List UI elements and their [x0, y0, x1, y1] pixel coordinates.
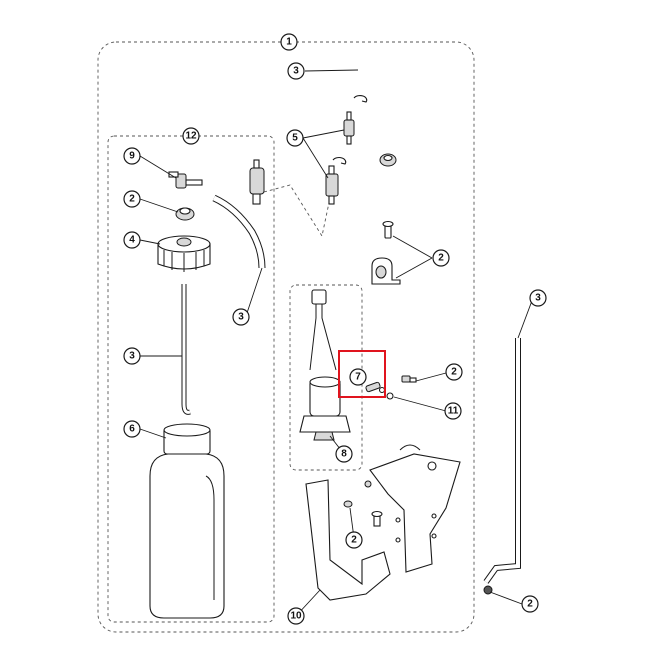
- callout-10[interactable]: 10: [287, 607, 305, 625]
- leader-5-a: [302, 129, 345, 139]
- tube-top: [358, 62, 399, 132]
- tank-cap: [157, 235, 211, 272]
- callout-5[interactable]: 5: [286, 129, 304, 147]
- svg-text:3: 3: [293, 66, 299, 77]
- svg-text:3: 3: [238, 312, 244, 323]
- callout-8[interactable]: 8: [335, 445, 353, 463]
- bottom-screw: [483, 585, 493, 595]
- svg-text:3: 3: [535, 293, 541, 304]
- elbow-fitting: [168, 171, 203, 189]
- callout-2-bottom[interactable]: 2: [521, 595, 539, 613]
- grommet-right-hole: [383, 154, 393, 162]
- callout-2-clip[interactable]: 2: [445, 363, 463, 381]
- e-clip-lower: [332, 157, 347, 165]
- callout-3-left[interactable]: 3: [232, 308, 250, 326]
- callout-3-right[interactable]: 3: [529, 289, 547, 307]
- callout-2-clamp[interactable]: 2: [432, 249, 450, 267]
- callout-3-top[interactable]: 3: [287, 62, 305, 80]
- valve-connector-dashes: [263, 184, 331, 238]
- grommet-small: [175, 207, 195, 221]
- callout-4[interactable]: 4: [123, 231, 141, 249]
- svg-text:2: 2: [451, 367, 457, 378]
- callout-7[interactable]: 7: [349, 368, 367, 386]
- pump-assembly-boundary: [289, 284, 363, 471]
- reservoir-bottle: [149, 423, 225, 619]
- leader-3-top: [304, 69, 359, 72]
- leader-2-clip: [415, 372, 447, 382]
- leader-3-right: [517, 297, 534, 339]
- pump-fitting: [365, 381, 386, 394]
- leader-6: [139, 428, 167, 439]
- svg-text:11: 11: [448, 406, 459, 417]
- svg-text:2: 2: [351, 535, 357, 546]
- leader-9: [139, 155, 177, 179]
- svg-text:6: 6: [129, 424, 135, 435]
- small-clip: [401, 375, 417, 383]
- pump-assembly: [299, 289, 351, 441]
- svg-text:5: 5: [292, 133, 298, 144]
- leader-2-clamp-b: [395, 257, 433, 279]
- tube-right-long: [483, 338, 521, 584]
- callout-11[interactable]: 11: [444, 402, 462, 420]
- svg-text:9: 9: [129, 151, 135, 162]
- svg-text:7: 7: [355, 372, 361, 383]
- svg-text:2: 2: [129, 194, 135, 205]
- check-valve-lower: [325, 165, 339, 205]
- tube-tank-curved-inner: [212, 195, 265, 269]
- small-screw: [386, 392, 394, 400]
- mounting-bracket: [305, 444, 461, 601]
- svg-text:3: 3: [129, 351, 135, 362]
- callout-2-grommet[interactable]: 2: [123, 190, 141, 208]
- svg-text:1: 1: [286, 37, 292, 48]
- highlight-box-7: [338, 350, 386, 398]
- svg-text:8: 8: [341, 449, 347, 460]
- tank-check-valve: [249, 159, 265, 205]
- svg-text:2: 2: [438, 253, 444, 264]
- leader-2-clamp-a: [392, 235, 433, 259]
- svg-text:12: 12: [185, 131, 197, 142]
- clamp-and-screw: [371, 220, 401, 285]
- leader-11: [393, 396, 447, 412]
- leader-2-grommet: [139, 198, 179, 213]
- callout-3-mid[interactable]: 3: [123, 347, 141, 365]
- tank-assembly-boundary: [107, 135, 275, 623]
- e-clip-top: [353, 95, 368, 103]
- callout-9[interactable]: 9: [123, 147, 141, 165]
- dip-tube-inner: [182, 284, 191, 414]
- leader-4: [139, 239, 161, 245]
- callout-2-bracket[interactable]: 2: [345, 531, 363, 549]
- leader-5-b: [302, 137, 329, 179]
- callout-1[interactable]: 1: [280, 33, 298, 51]
- callout-6[interactable]: 6: [123, 420, 141, 438]
- callout-12[interactable]: 12: [182, 127, 200, 145]
- leader-3-left: [245, 267, 263, 317]
- svg-text:10: 10: [290, 611, 302, 622]
- tube-right-long-inner: [484, 338, 520, 584]
- svg-text:4: 4: [129, 235, 135, 246]
- check-valve-upper: [343, 111, 355, 145]
- bracket-bolt: [343, 480, 383, 527]
- leader-2-bottom: [489, 591, 523, 605]
- svg-text:2: 2: [527, 599, 533, 610]
